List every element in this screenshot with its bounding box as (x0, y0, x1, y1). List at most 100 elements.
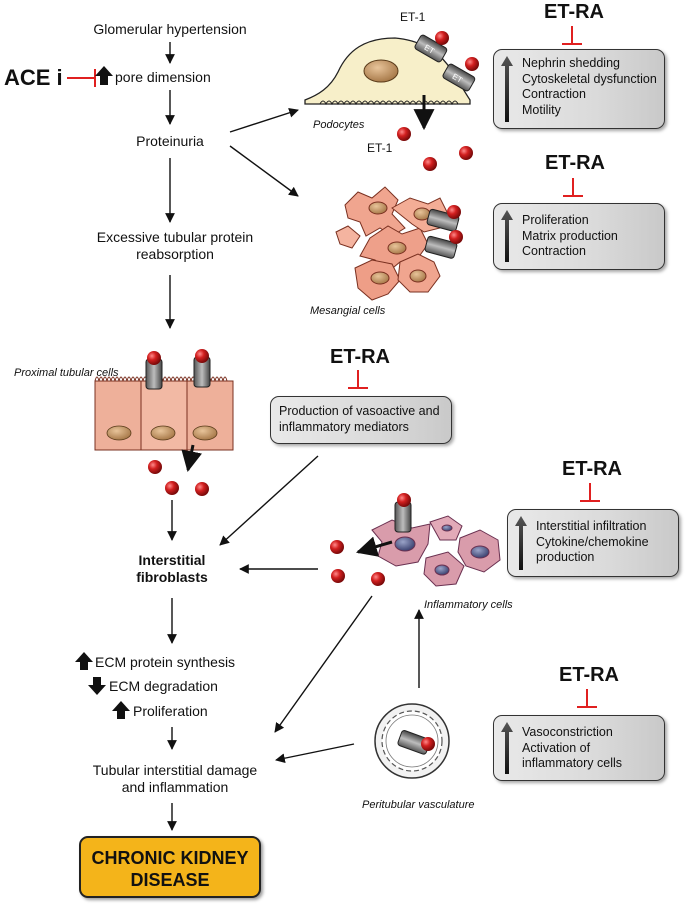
et1-ball (447, 205, 461, 219)
tubular-reabsorption-label: Excessive tubular protein reabsorption (70, 229, 280, 263)
arrow-proteinuria-to-mesangial (229, 145, 299, 197)
ace-inhibitor-label: ACE i (4, 65, 63, 90)
peritubular-vasculature-label: Peritubular vasculature (362, 799, 475, 811)
et1-label-mid: ET-1 (367, 141, 393, 155)
et-ra-inhibitor-symbols (348, 26, 600, 708)
tubular-damage-line2: and inflammation (121, 779, 229, 795)
arrow-inflammatory-to-damage (274, 595, 373, 733)
up-arrow-icon (501, 722, 513, 774)
et-ra-label: ET-RA (562, 458, 622, 480)
mesangial-effects-box: Proliferation Matrix production Contract… (493, 203, 665, 270)
et1-ball (371, 572, 385, 586)
effect-item: Cytoskeletal dysfunction (522, 71, 657, 86)
mesangial-receptor-b (424, 235, 458, 259)
inhibit-mesangial-icon (563, 178, 583, 197)
et1-peptides (147, 31, 479, 751)
effect-item: Nephrin shedding (522, 56, 620, 70)
et1-ball (195, 349, 209, 363)
tubular-effects-box: Production of vasoactive and inflammator… (270, 396, 452, 444)
effect-item: Production of vasoactive and (279, 404, 440, 418)
inflammatory-cells (371, 515, 501, 587)
effect-item: Interstitial infiltration (536, 519, 647, 533)
inhibit-inflammatory-icon (580, 483, 600, 502)
svg-text:ET: ET (451, 72, 464, 85)
ace-inhibitor-symbol (67, 69, 96, 87)
effect-item: Vasoconstriction (522, 725, 613, 739)
ckd-line1: CHRONIC KIDNEY (91, 848, 249, 868)
podocyte-effects-box: Nephrin shedding Cytoskeletal dysfunctio… (493, 49, 665, 129)
et1-ball (435, 31, 449, 45)
flow-arrows (165, 42, 424, 831)
et-ra-label: ET-RA (544, 1, 604, 23)
et-ra-label: ET-RA (559, 664, 619, 686)
et1-label-top: ET-1 (400, 10, 426, 24)
up-arrow-icon (501, 210, 513, 262)
mesangial-cells-label: Mesangial cells (310, 305, 386, 317)
et-ra-label: ET-RA (545, 152, 605, 174)
podocytes-label: Podocytes (313, 119, 365, 131)
proliferation-label: Proliferation (133, 703, 208, 719)
tubular-damage-label: Tubular interstitial damage and inflamma… (60, 762, 290, 796)
inflammatory-et1-release-arrow (355, 536, 393, 557)
arrow-proteinuria-to-podocytes (229, 108, 299, 133)
et1-ball (397, 127, 411, 141)
chronic-kidney-disease-box: CHRONIC KIDNEY DISEASE (79, 836, 261, 898)
et1-ball (423, 157, 437, 171)
tubular-reabsorption-line2: reabsorption (136, 246, 214, 262)
mesangial-cells (335, 186, 449, 301)
proteinuria-label: Proteinuria (136, 133, 204, 149)
glomerular-hypertension-label: Glomerular hypertension (93, 21, 247, 37)
podocyte-receptor-a: ET (442, 63, 476, 92)
ecm-synthesis-label: ECM protein synthesis (95, 654, 236, 670)
arrow-mediators-to-fibroblasts (219, 455, 319, 546)
et1-ball (330, 540, 344, 554)
effect-item: inflammatory cells (522, 756, 623, 770)
down-arrow-icon (88, 677, 106, 695)
up-arrow-icon (95, 66, 113, 85)
et1-ball (331, 569, 345, 583)
inhibit-podocyte-icon (562, 26, 582, 45)
et1-ball (147, 351, 161, 365)
effect-item: Motility (522, 102, 561, 117)
effect-item: Contraction (522, 244, 586, 258)
tubular-damage-line1: Tubular interstitial damage (92, 762, 258, 778)
effect-item: Proliferation (522, 213, 589, 227)
inflammatory-effects-box: Interstitial infiltration Cytokine/chemo… (507, 509, 679, 577)
et1-ball (165, 481, 179, 495)
et1-ball (397, 493, 411, 507)
proximal-tubular-cells (94, 376, 234, 451)
svg-text:ET: ET (423, 43, 436, 56)
effect-item: Cytokine/chemokine (536, 534, 649, 549)
inhibit-tubular-icon (348, 370, 368, 389)
up-arrow-icon (515, 516, 527, 570)
et1-ball (449, 230, 463, 244)
et-ra-label: ET-RA (330, 346, 390, 368)
ckd-line2: DISEASE (130, 870, 210, 890)
inhibit-vascular-icon (577, 689, 597, 708)
up-arrow-icon (75, 652, 93, 670)
tubular-reabsorption-line1: Excessive tubular protein (96, 229, 254, 245)
et1-ball (148, 460, 162, 474)
et1-ball (459, 146, 473, 160)
podocyte-receptor-b: ET (414, 34, 448, 63)
effect-item: Matrix production (522, 228, 618, 243)
et1-ball (421, 737, 435, 751)
effect-item: inflammatory mediators (279, 419, 409, 434)
proximal-tubular-cells-label: Proximal tubular cells (14, 367, 119, 379)
arrow-vasculature-to-damage (275, 743, 355, 764)
fibroblasts-line2: fibroblasts (136, 569, 208, 585)
tubular-et1-release-arrow (181, 444, 203, 473)
vascular-effects-box: Vasoconstriction Activation of inflammat… (493, 715, 665, 781)
inflammatory-cells-label: Inflammatory cells (424, 599, 513, 611)
et1-ball (195, 482, 209, 496)
pore-dimension-label: pore dimension (115, 69, 211, 85)
effect-item: production (536, 550, 595, 564)
fibroblasts-line1: Interstitial (138, 552, 206, 568)
et1-ball (465, 57, 479, 71)
up-arrow-icon (112, 701, 130, 719)
effect-item: Contraction (522, 87, 586, 101)
up-arrow-icon (501, 56, 513, 122)
effect-item: Activation of (522, 740, 591, 755)
ecm-degradation-label: ECM degradation (109, 678, 218, 694)
